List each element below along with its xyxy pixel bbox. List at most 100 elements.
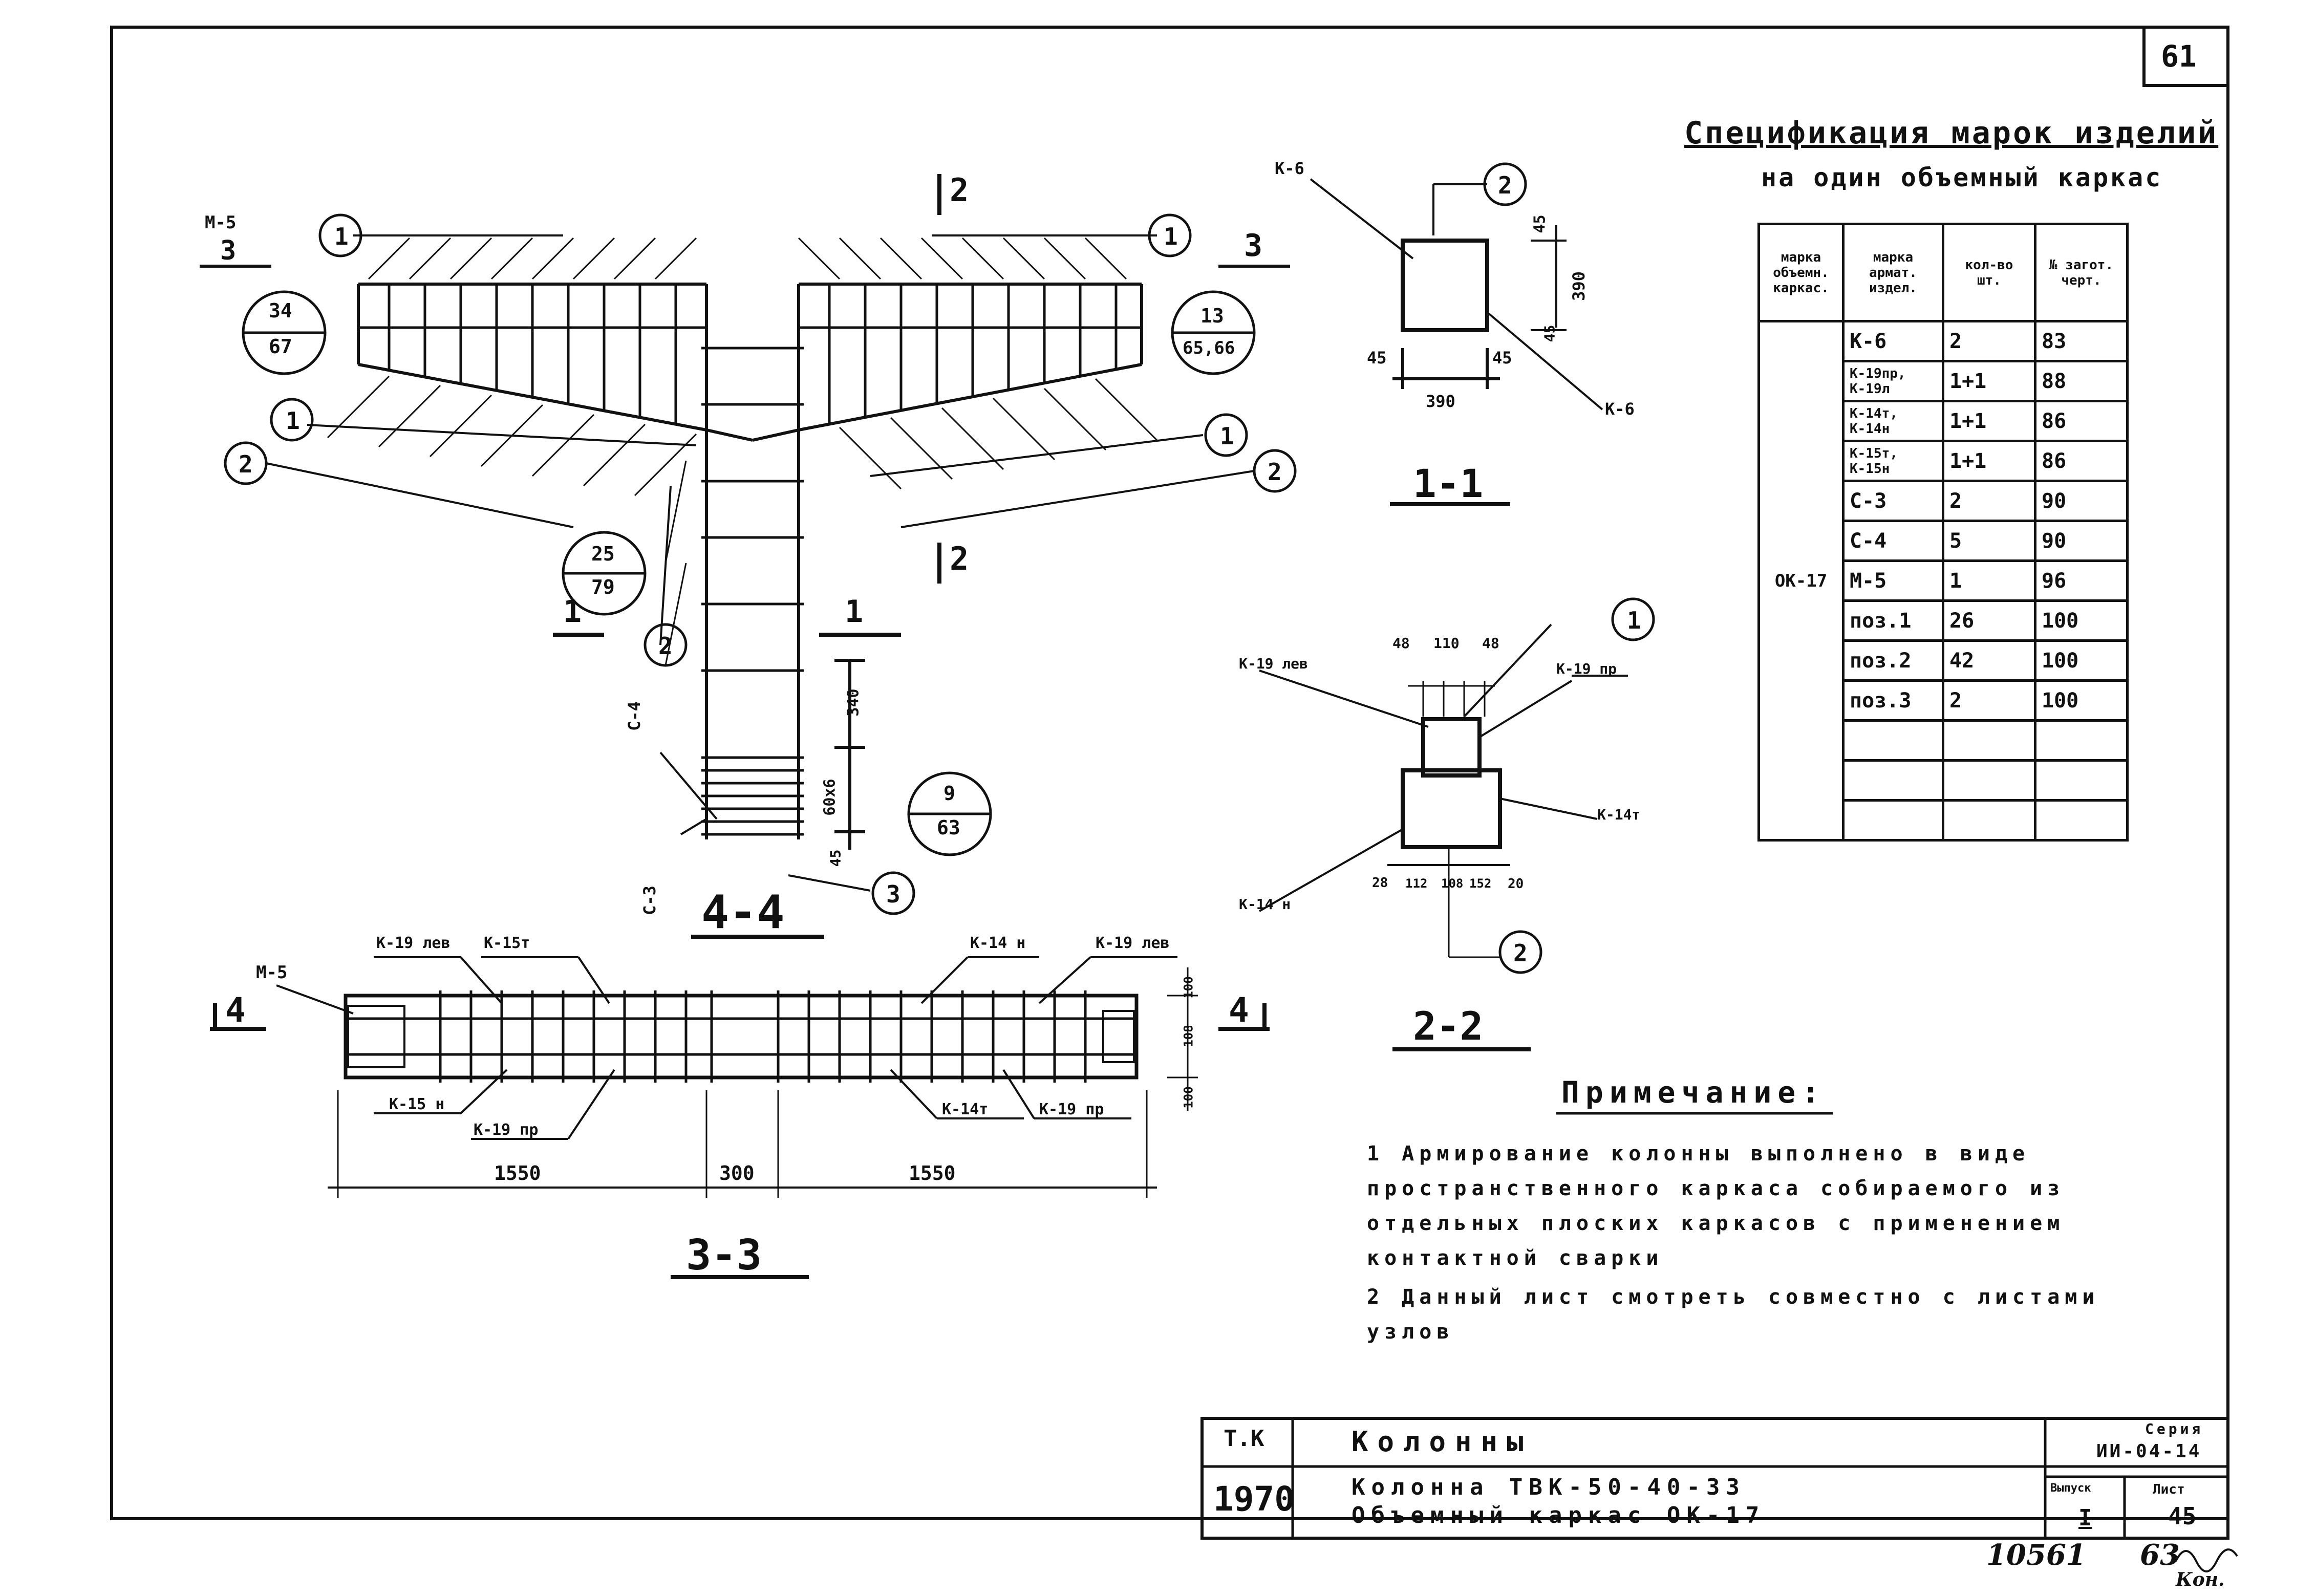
section-mark-1-left: 1 (563, 594, 582, 630)
item-cell: поз.2 (1842, 639, 1944, 682)
drawing-cell: 90 (2034, 480, 2129, 522)
qty-cell: 1+1 (1942, 440, 2036, 482)
item-cell: поз.3 (1842, 679, 1944, 722)
drawing-cell: 86 (2034, 400, 2129, 442)
item-cell: К-15т, К-15н (1842, 440, 1944, 482)
table-row: К-14т, К-14н 1+1 86 (1759, 400, 2129, 442)
sheet-number-box: 61 (2142, 26, 2229, 87)
pos-2-e: 2 (1513, 939, 1528, 967)
title-tk: Т.К (1224, 1426, 1264, 1452)
title-block (1200, 1417, 2229, 1540)
qty-cell: 1 (1942, 559, 2036, 602)
callout-k14n: К-14 н (1239, 896, 1291, 913)
callout-k19lev: К-19 лев (1239, 655, 1308, 672)
dim-60x6: 60х6 (821, 779, 839, 816)
callout-c3: С-3 (639, 886, 659, 915)
spec-header: кол-во шт. (1942, 223, 2036, 322)
empty-cell (2034, 759, 2129, 802)
issue-label: Выпуск (2050, 1482, 2091, 1495)
item-cell: С-4 (1842, 520, 1944, 562)
drawing-cell: 88 (2034, 360, 2129, 402)
callout-k15t: К-15т (484, 934, 530, 952)
callout-k19pr-left: К-19 пр (474, 1121, 539, 1139)
empty-cell (1942, 719, 2036, 762)
dim-45-a: 45 (1367, 348, 1387, 368)
table-row (1759, 719, 2129, 762)
dim-390-a: 390 (1426, 392, 1455, 411)
drawing-cell: 90 (2034, 520, 2129, 562)
issue-value: I (2078, 1505, 2092, 1531)
qty-cell: 5 (1942, 520, 2036, 562)
sheet-number: 61 (2161, 39, 2197, 74)
spec-header: № загот. черт. (2034, 223, 2129, 322)
qty-cell: 1+1 (1942, 400, 2036, 442)
table-row: С-3 2 90 (1759, 480, 2129, 522)
notes-heading: Примечание: (1561, 1075, 1826, 1110)
spec-header: марка армат. издел. (1842, 223, 1944, 322)
table-row (1759, 759, 2129, 802)
pos-2-a: 2 (239, 450, 253, 478)
dim-340: 340 (844, 688, 863, 717)
callout-k14n-b: К-14 н (970, 934, 1026, 952)
drawing-cell: 100 (2034, 599, 2129, 642)
ref-79: 79 (591, 576, 615, 598)
section-mark-2-bottom: 2 (950, 540, 969, 577)
item-cell: К-19пр, К-19л (1842, 360, 1944, 402)
title-line1: Колонна ТВК-50-40-33 (1352, 1474, 1746, 1500)
drawing-cell: 100 (2034, 679, 2129, 722)
callout-k19pr-right: К-19 пр (1039, 1101, 1104, 1118)
series-label: Серия (2145, 1420, 2204, 1437)
table-row: К-15т, К-15н 1+1 86 (1759, 440, 2129, 482)
pos-3: 3 (886, 880, 900, 908)
dim-28: 28 (1372, 875, 1388, 891)
table-row: поз.1 26 100 (1759, 599, 2129, 642)
ref-25: 25 (591, 543, 615, 565)
view-4-4-drawing (200, 174, 1290, 939)
empty-cell (1842, 759, 1944, 802)
note-1: 1 Армирование колонны выполнено в виде п… (1367, 1142, 2065, 1270)
dim-45-b: 45 (1492, 348, 1512, 368)
item-cell: поз.1 (1842, 599, 1944, 642)
dim-45-c: 45 (1531, 214, 1549, 233)
qty-cell: 1+1 (1942, 360, 2036, 402)
callout-k19lev-right: К-19 лев (1096, 934, 1170, 952)
dim-300: 300 (719, 1162, 755, 1184)
table-row: С-4 5 90 (1759, 520, 2129, 562)
empty-cell (1842, 799, 1944, 842)
dim-45-e: 45 (827, 849, 844, 867)
series-value: ИИ-04-14 (2096, 1441, 2202, 1462)
item-cell: К-14т, К-14н (1842, 400, 1944, 442)
drawing-cell: 83 (2034, 320, 2129, 362)
ref-63: 63 (937, 816, 960, 839)
view-label-4-4: 4-4 (701, 886, 785, 939)
empty-cell (1942, 799, 2036, 842)
section-mark-1-right: 1 (845, 594, 864, 630)
view-label-3-3: 3-3 (686, 1231, 762, 1280)
view-3-3-drawing (210, 956, 1270, 1279)
qty-cell: 2 (1942, 480, 2036, 522)
drawing-cell: 86 (2034, 440, 2129, 482)
ref-34: 34 (269, 299, 292, 322)
spec-table: марка объемн. каркас. марка армат. издел… (1757, 223, 2129, 842)
frame-mark-cell: ОК-17 (1757, 320, 1845, 842)
callout-c4: С-4 (624, 701, 644, 731)
table-row: поз.3 2 100 (1759, 679, 2129, 722)
dim-112: 112 (1405, 876, 1428, 891)
ref-67: 67 (269, 335, 292, 358)
view-2-2-drawing (1259, 623, 1628, 1051)
view-label-1-1: 1-1 (1413, 461, 1484, 506)
callout-k6-top: К-6 (1275, 159, 1304, 178)
dim-110: 110 (1433, 635, 1460, 652)
spec-subtitle: на один объемный каркас (1761, 163, 2163, 192)
ref-9: 9 (943, 782, 955, 805)
view-1-1-drawing (1310, 178, 1603, 506)
callout-k6-bottom: К-6 (1605, 399, 1635, 419)
qty-cell: 26 (1942, 599, 2036, 642)
pos-1-c: 1 (286, 407, 300, 435)
dim-108-b: 108 (1181, 1025, 1196, 1047)
ref-6566: 65,66 (1183, 338, 1235, 358)
dim-152: 152 (1469, 876, 1492, 891)
handwritten-page: 63 (2140, 1538, 2180, 1572)
callout-m5: М-5 (205, 212, 237, 233)
ref-13: 13 (1200, 305, 1224, 327)
